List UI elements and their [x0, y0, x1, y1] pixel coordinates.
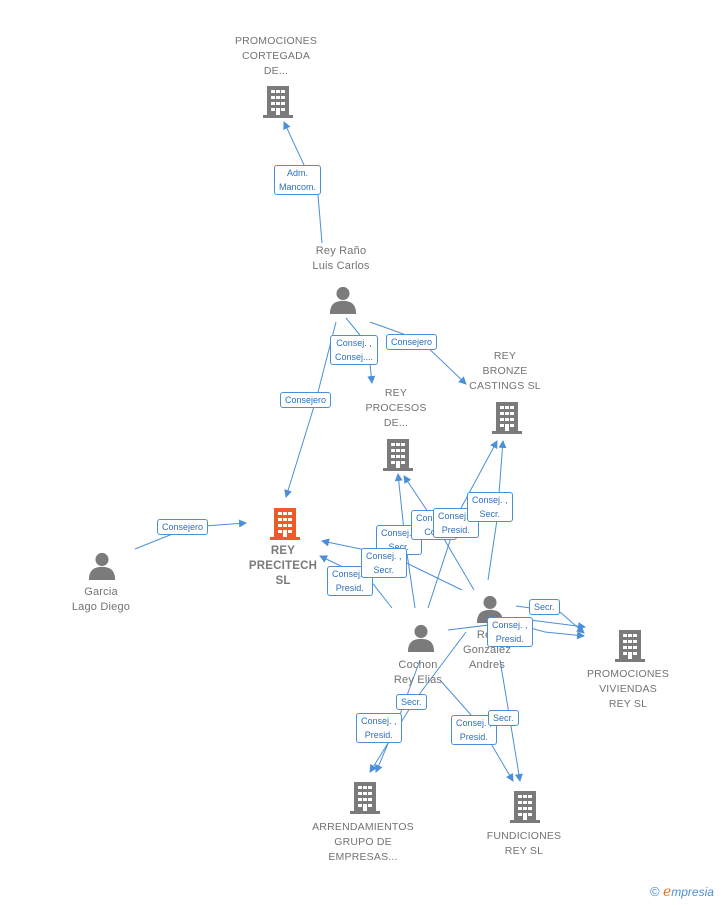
node-label-fundiciones[interactable]: FUNDICIONES REY SL [487, 829, 562, 859]
edge-label-line: Consejero [162, 522, 204, 532]
label-line: CASTINGS SL [469, 380, 541, 392]
label-line: Luis Carlos [312, 260, 370, 272]
edge-label-consej[interactable]: Consej. , Consej.... [330, 335, 379, 365]
edge-label-line: Consejero [391, 337, 433, 347]
edge-label-line: Consej. , [332, 569, 368, 579]
edge-reyrano-cortegada [283, 121, 323, 244]
edge-label-line: Presid. [335, 583, 364, 593]
building-icon-bronze[interactable] [492, 402, 522, 434]
edge-reyrano-bronze [369, 321, 467, 385]
edge-label-line: Secr. [479, 509, 501, 519]
edge-label-line: Consej. , [381, 528, 417, 538]
node-label-cortegada[interactable]: PROMOCIONES CORTEGADA DE... [235, 34, 317, 79]
label-line: REY SL [608, 698, 648, 710]
edge-label-consejero[interactable]: Consejero [386, 334, 438, 350]
node-label-garcia[interactable]: Garcia Lago Diego [72, 585, 130, 615]
edge-label-line: Consej. , [366, 551, 402, 561]
empresia-logo: © empresia [650, 884, 714, 900]
node-label-viviendas[interactable]: PROMOCIONES VIVIENDAS REY SL [587, 667, 669, 712]
edge-label-adm-mancom[interactable]: Adm. Mancom. [274, 165, 322, 195]
node-label-precitech[interactable]: REY PRECITECH SL [249, 544, 317, 589]
label-line: DE... [383, 417, 409, 429]
edge-label-consej-presid[interactable]: Consej. , Presid. [487, 617, 533, 647]
edge-label-secr[interactable]: Secr. [529, 599, 560, 615]
edge-label-consej-secr[interactable]: Consej. , Secr. [467, 492, 513, 522]
edge-label-secr[interactable]: Secr. [396, 694, 427, 710]
label-line: Gonzalez [462, 644, 512, 656]
edge-label-line: Presid. [364, 730, 393, 740]
building-icon-procesos[interactable] [383, 439, 413, 471]
edge-label-line: Adm. [287, 168, 309, 178]
edge-label-line: Consej. , [472, 495, 508, 505]
label-line: Lago Diego [71, 601, 131, 613]
node-label-bronze[interactable]: REY BRONZE CASTINGS SL [469, 349, 541, 394]
label-line: REY [493, 350, 517, 362]
edge-label-line: Consej. , [456, 718, 492, 728]
label-line: EMPRESAS... [328, 851, 398, 863]
label-line: PRECITECH [248, 560, 318, 572]
label-line: DE... [263, 65, 289, 77]
label-line: Rey Elias [393, 674, 443, 686]
edge-label-line: Consej. , [492, 620, 528, 630]
edge-label-line: Secr. [401, 697, 422, 707]
label-line: CORTEGADA [241, 50, 311, 62]
label-line: VIVIENDAS [599, 683, 657, 695]
edge-label-line: Presid. [495, 634, 524, 644]
node-label-reyrano[interactable]: Rey Raño Luis Carlos [312, 244, 369, 274]
building-icon-precitech[interactable] [270, 508, 300, 540]
edge-label-consej-secr[interactable]: Consej. , Secr. [361, 548, 407, 578]
edge-label-line: Secr. [388, 542, 410, 552]
label-line: REY SL [504, 845, 544, 857]
edge-label-line: Consej. , [361, 716, 397, 726]
edge-label-consej-presid[interactable]: Consej. , Presid. [356, 713, 402, 743]
label-line: GRUPO DE [334, 836, 392, 848]
label-line: BRONZE [482, 365, 528, 377]
node-label-arrendamientos[interactable]: ARRENDAMIENTOS GRUPO DE EMPRESAS... [312, 820, 414, 865]
person-icon-garcia[interactable] [88, 552, 116, 580]
logo-initial: e [662, 884, 672, 900]
edge-label-line: Mancom. [279, 182, 317, 192]
label-line: ARRENDAMIENTOS [312, 821, 414, 833]
label-line: Garcia [84, 586, 118, 598]
logo-text: mpresia [671, 885, 714, 899]
edge-label-line: Consejero [285, 395, 327, 405]
label-line: Rey Raño [315, 245, 367, 257]
edge-label-line: Secr. [493, 713, 514, 723]
building-icon-viviendas[interactable] [615, 630, 645, 662]
label-line: PROCESOS [365, 402, 427, 414]
edge-label-line: Consej. , [336, 338, 372, 348]
person-icon-cochon[interactable] [407, 624, 435, 652]
building-icon-cortegada[interactable] [263, 86, 293, 118]
label-line: PROMOCIONES [586, 668, 670, 680]
edge-label-consejero[interactable]: Consejero [157, 519, 209, 535]
edge-label-line: Presid. [459, 732, 488, 742]
edge-label-line: Consej. , [438, 511, 474, 521]
node-label-cochon[interactable]: Cochon Rey Elias [394, 658, 442, 688]
label-line: Cochon [398, 659, 438, 671]
edge-label-line: Consej.... [335, 352, 374, 362]
edge-label-line: Presid. [441, 525, 470, 535]
label-line: SL [275, 575, 291, 587]
label-line: FUNDICIONES [486, 830, 562, 842]
edge-label-line: Secr. [534, 602, 555, 612]
building-icon-arrendamientos[interactable] [350, 782, 380, 814]
copyright-symbol: © [650, 884, 660, 899]
label-line: REY [270, 545, 296, 557]
edge-label-consejero[interactable]: Consejero [280, 392, 332, 408]
edge-reyrano-precitech [284, 321, 337, 498]
edge-label-line: Secr. [373, 565, 395, 575]
edge-label-secr[interactable]: Secr. [488, 710, 519, 726]
label-line: PROMOCIONES [234, 35, 318, 47]
label-line: REY [384, 387, 408, 399]
building-icon-fundiciones[interactable] [510, 791, 540, 823]
label-line: Andres [468, 659, 506, 671]
node-label-procesos[interactable]: REY PROCESOS DE... [365, 386, 426, 431]
person-icon-reyrano[interactable] [329, 286, 357, 314]
